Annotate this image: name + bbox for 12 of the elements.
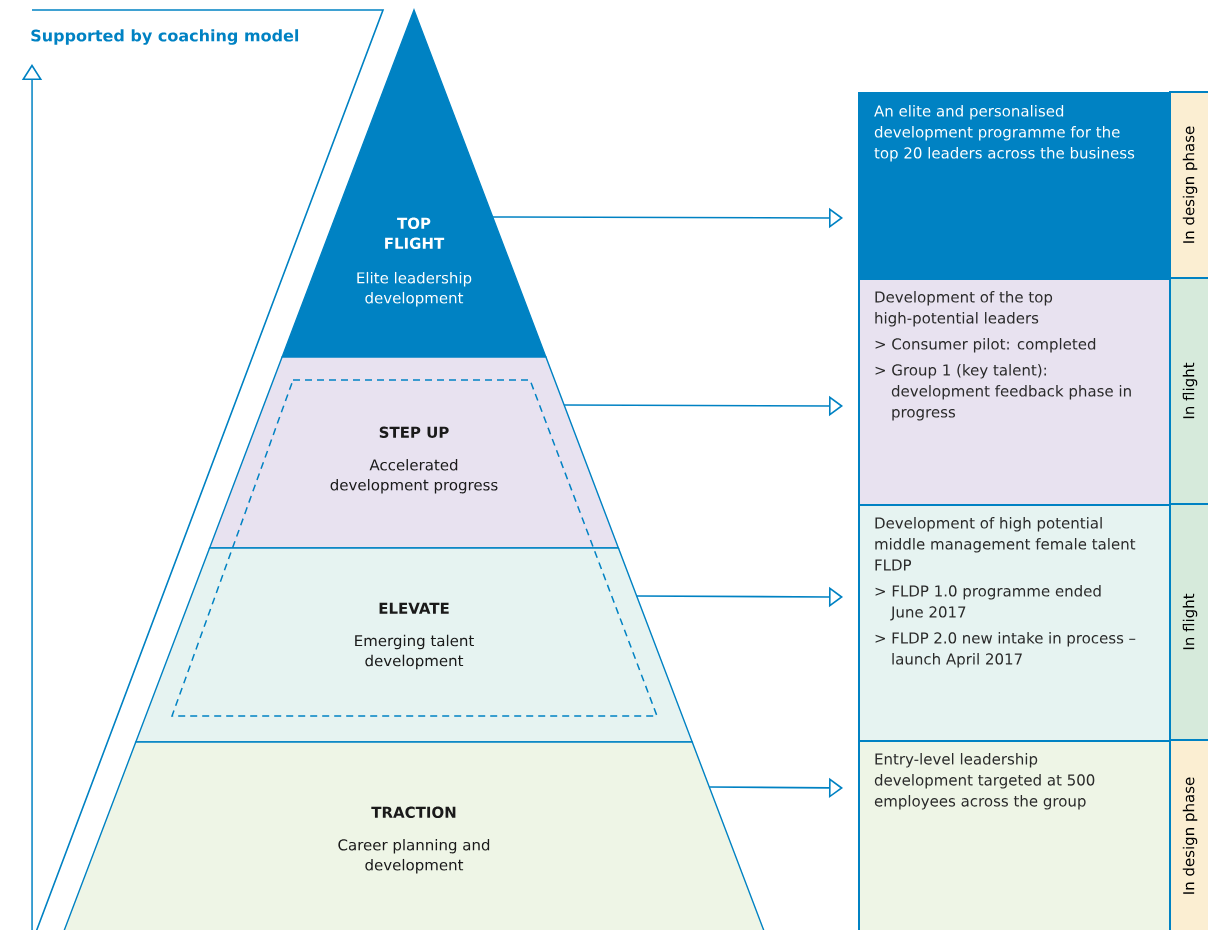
node-label: In flight: [1182, 362, 1198, 419]
node-label: In flight: [1182, 593, 1198, 650]
description-box: Entry-level leadership development targeted at 500 employees across the group: [858, 740, 1172, 930]
pyramid-tier: STEP UP Accelerated development progress: [208, 356, 620, 549]
description-box: Development of high potential middle management female talent FLDP > FLDP 1.0 programme ended June 2017 > FLDP 2.0 new intake in process – launch April 2017: [858, 504, 1172, 742]
status-cell: In design phase: [1169, 91, 1208, 279]
status-cell: In design phase: [1169, 739, 1208, 930]
pyramid-tier: TRACTION Career planning and development: [62, 741, 766, 930]
description-box: An elite and personalised development programme for the top 20 leaders across the business: [858, 92, 1172, 280]
description-box: Development of the top high-potential leaders > Consumer pilot: completed > Group 1 (key talent): development feedback phase in progress: [858, 278, 1172, 506]
status-cell: In flight: [1169, 277, 1208, 505]
status-cell: In flight: [1169, 503, 1208, 741]
